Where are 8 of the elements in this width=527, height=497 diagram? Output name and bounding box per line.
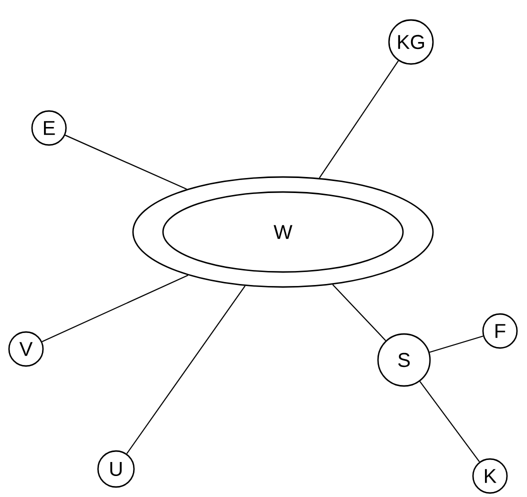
connector-line [42, 274, 188, 342]
outer-ellipse [132, 176, 434, 288]
connector-line [64, 134, 187, 190]
connector-line [318, 60, 399, 178]
connector-line [126, 286, 246, 454]
connector-line [332, 284, 386, 341]
connector-line [419, 381, 480, 462]
connector-line [429, 336, 484, 353]
